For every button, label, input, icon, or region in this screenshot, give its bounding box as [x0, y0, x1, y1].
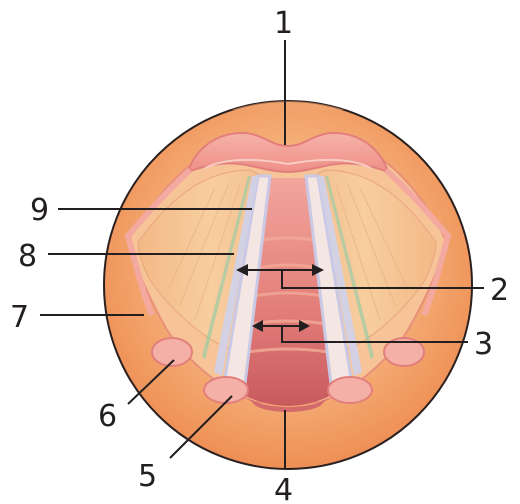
callout-1: 1	[274, 6, 293, 41]
callout-6: 6	[98, 399, 117, 434]
left-corniculate-tubercle	[204, 377, 248, 403]
callout-5: 5	[138, 459, 157, 494]
callout-4: 4	[274, 473, 293, 504]
callout-7: 7	[10, 300, 29, 335]
callout-9: 9	[30, 193, 49, 228]
callout-8: 8	[18, 239, 37, 274]
callout-2: 2	[490, 273, 509, 308]
callout-3: 3	[474, 327, 493, 362]
right-corniculate-tubercle	[328, 377, 372, 403]
